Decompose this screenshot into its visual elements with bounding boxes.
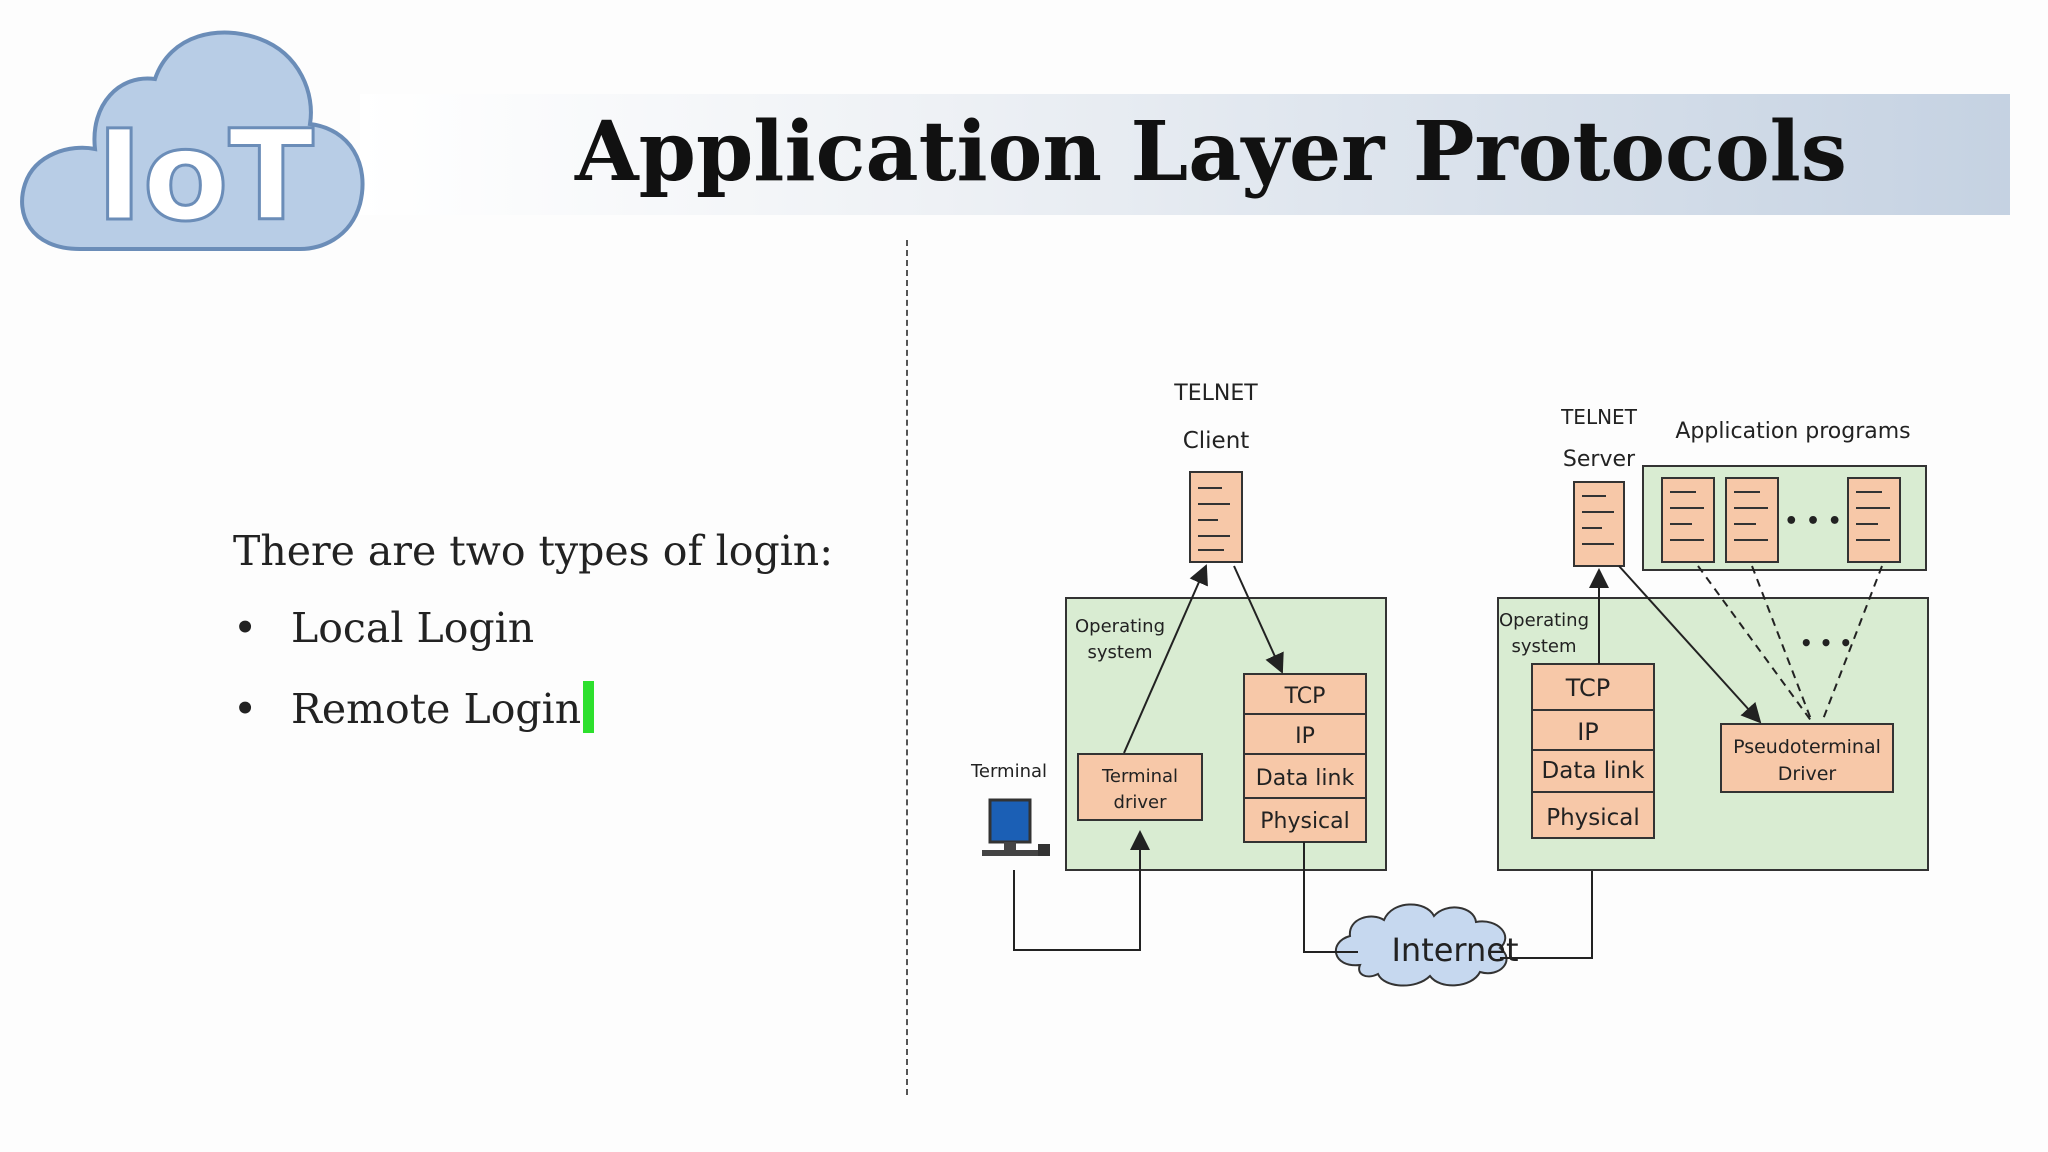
server-stack-ip: IP: [1577, 718, 1599, 746]
cloud-shape: [20, 30, 365, 251]
server-stack-physical: Physical: [1546, 805, 1640, 831]
client-label: Client: [1183, 428, 1250, 454]
arrow-server-to-pseudo: [1618, 565, 1762, 724]
app-doc-icon-1: [1661, 477, 1715, 563]
server-protocol-stack: TCP IP Data link Physical: [1531, 663, 1655, 839]
client-stack-datalink: Data link: [1256, 766, 1355, 791]
logo-text: IoT: [96, 104, 314, 249]
app-doc-icon-3: [1847, 477, 1901, 563]
wire-internet-to-server-physical: [1500, 840, 1602, 959]
bullet-label: Local Login: [291, 604, 535, 652]
client-telnet-label: TELNET: [1173, 381, 1258, 406]
text-cursor: [583, 681, 595, 733]
arrow-driver-to-client: [1123, 564, 1208, 754]
server-os-label-2: system: [1511, 636, 1576, 657]
intro-text: There are two types of login:: [233, 527, 834, 575]
server-stack-datalink: Data link: [1542, 758, 1646, 784]
bullet-glyph: •: [233, 685, 258, 733]
server-stack-tcp: TCP: [1565, 674, 1610, 702]
column-divider: [906, 240, 908, 1095]
pseudoterminal-driver-box: [1720, 723, 1894, 793]
slide-title: Application Layer Protocols: [575, 104, 1847, 200]
server-os-ellipsis: • • •: [1800, 631, 1852, 655]
terminal-driver-label-1: Terminal: [1101, 766, 1178, 787]
terminal-driver-box: [1077, 753, 1203, 821]
client-os-label-1: Operating: [1075, 616, 1165, 637]
terminal-driver-label-2: driver: [1114, 792, 1168, 813]
wire-client-physical-to-internet: [1303, 842, 1358, 953]
dashed-app-links: [1697, 565, 1883, 723]
iot-cloud-logo: IoT: [20, 30, 365, 251]
wire-terminal-to-driver: [1013, 830, 1150, 951]
bullet-label: Remote Login: [291, 685, 582, 733]
server-telnet-label: TELNET: [1560, 405, 1638, 429]
arrow-client-to-tcp: [1233, 565, 1284, 674]
client-protocol-stack: TCP IP Data link Physical: [1243, 673, 1367, 843]
client-doc-icon: [1189, 471, 1243, 563]
app-doc-icon-2: [1725, 477, 1779, 563]
pseudoterminal-label-1: Pseudoterminal: [1733, 736, 1881, 758]
client-stack-ip: IP: [1295, 724, 1315, 749]
server-os-label-1: Operating: [1499, 610, 1589, 631]
app-ellipsis: • • •: [1784, 509, 1842, 534]
computer-icon: [982, 798, 1050, 856]
application-programs-label: Application programs: [1675, 419, 1910, 444]
server-doc-icon: [1573, 481, 1625, 567]
internet-cloud: [1334, 903, 1508, 987]
client-stack-physical: Physical: [1260, 809, 1350, 834]
client-os-label-2: system: [1087, 642, 1152, 663]
internet-label: Internet: [1391, 931, 1518, 969]
bullet-glyph: •: [233, 604, 258, 652]
bullet-local-login: • Local Login: [233, 604, 534, 652]
telnet-diagram: TELNET Client Operating system Terminal …: [970, 381, 1929, 987]
pseudoterminal-label-2: Driver: [1778, 763, 1837, 785]
client-stack-tcp: TCP: [1284, 684, 1326, 709]
title-banner: [360, 94, 2010, 215]
terminal-label: Terminal: [970, 761, 1047, 782]
server-label: Server: [1563, 447, 1636, 472]
bullet-remote-login: • Remote Login: [233, 681, 595, 733]
